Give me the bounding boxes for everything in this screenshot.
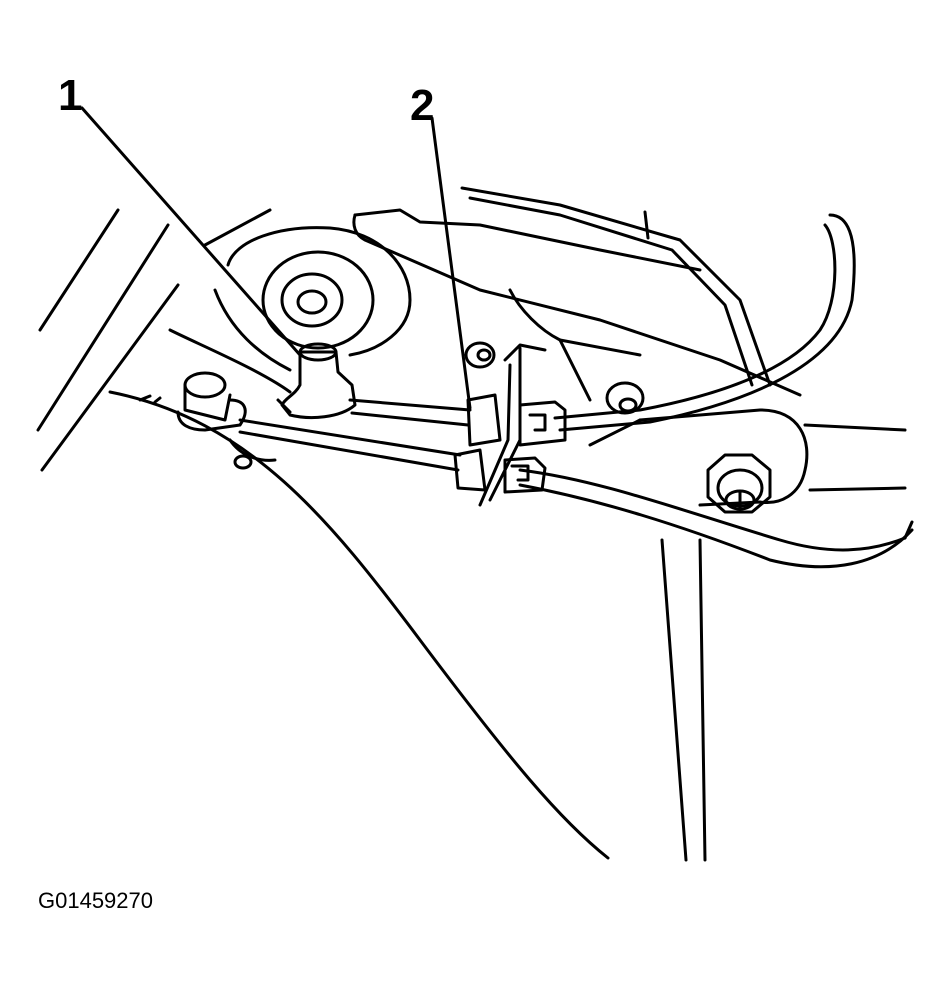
body-panel-edge [108,328,610,860]
nut-icon [706,453,772,514]
leader-lines [80,106,472,410]
frame-bracket [213,186,802,402]
sensor-connector [276,342,357,420]
figure-id: G01459270 [38,888,153,913]
callout-label-2: 2 [410,81,435,130]
left-panel-lines [36,208,272,472]
vertical-strut [660,538,707,862]
cables [238,213,914,569]
callout-label-1: 1 [58,71,83,120]
mount-bushing [261,250,375,350]
left-fitting [138,371,277,470]
cable-clip [453,343,567,507]
